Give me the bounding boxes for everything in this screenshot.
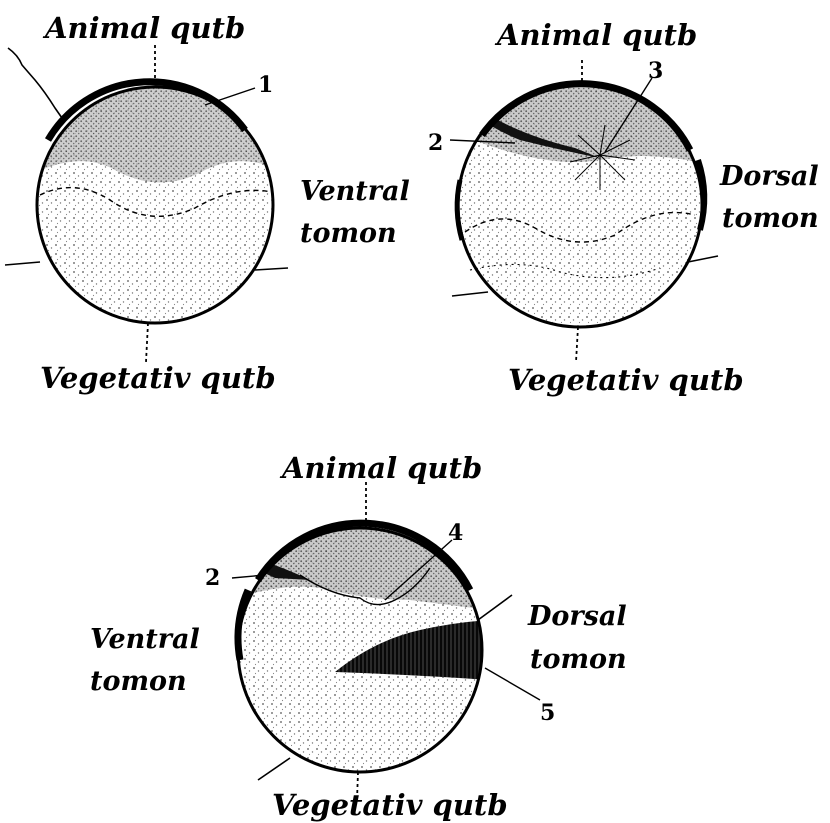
marker-4: 4	[448, 520, 463, 546]
animal-pole-label: Animal qutb	[42, 11, 245, 45]
right-label-line1: Dorsal	[527, 601, 627, 632]
marker-2: 2	[205, 565, 220, 591]
embryo-diagram-3: Animal qutb Vegetativ qutb Ventral tomon…	[90, 451, 627, 822]
side-tick-right	[255, 268, 288, 270]
marker-2: 2	[428, 130, 443, 156]
marker-1: 1	[258, 72, 273, 98]
marker-3: 3	[648, 58, 663, 84]
side-tick-left	[452, 292, 488, 296]
left-label-line2: tomon	[90, 666, 187, 697]
side-label-line2: tomon	[300, 218, 397, 249]
vegetal-pole-axis	[576, 327, 578, 362]
side-tick-left	[5, 262, 40, 265]
side-tick-right	[478, 595, 512, 620]
animal-pole-label: Animal qutb	[494, 18, 697, 52]
marker-5: 5	[540, 700, 555, 726]
side-tick-left	[258, 758, 290, 780]
vegetal-pole-label: Vegetativ qutb	[40, 361, 276, 395]
embryo-diagram-2: Animal qutb Vegetativ qutb Dorsal tomon …	[428, 18, 819, 397]
animal-pole-label: Animal qutb	[279, 451, 482, 485]
side-label-line2: tomon	[722, 203, 819, 234]
vegetal-pole-label: Vegetativ qutb	[508, 363, 744, 397]
right-label-line2: tomon	[530, 644, 627, 675]
sperm-entry-line	[8, 48, 62, 118]
side-label-line1: Dorsal	[719, 161, 819, 192]
embryo-diagram-1: Animal qutb Vegetativ qutb Ventral tomon…	[5, 11, 410, 395]
left-label-line1: Ventral	[90, 624, 200, 655]
side-label-line1: Ventral	[300, 176, 410, 207]
side-tick-right	[688, 256, 718, 262]
vegetal-pole-label: Vegetativ qutb	[272, 788, 508, 822]
vegetal-pole-axis	[146, 323, 148, 362]
